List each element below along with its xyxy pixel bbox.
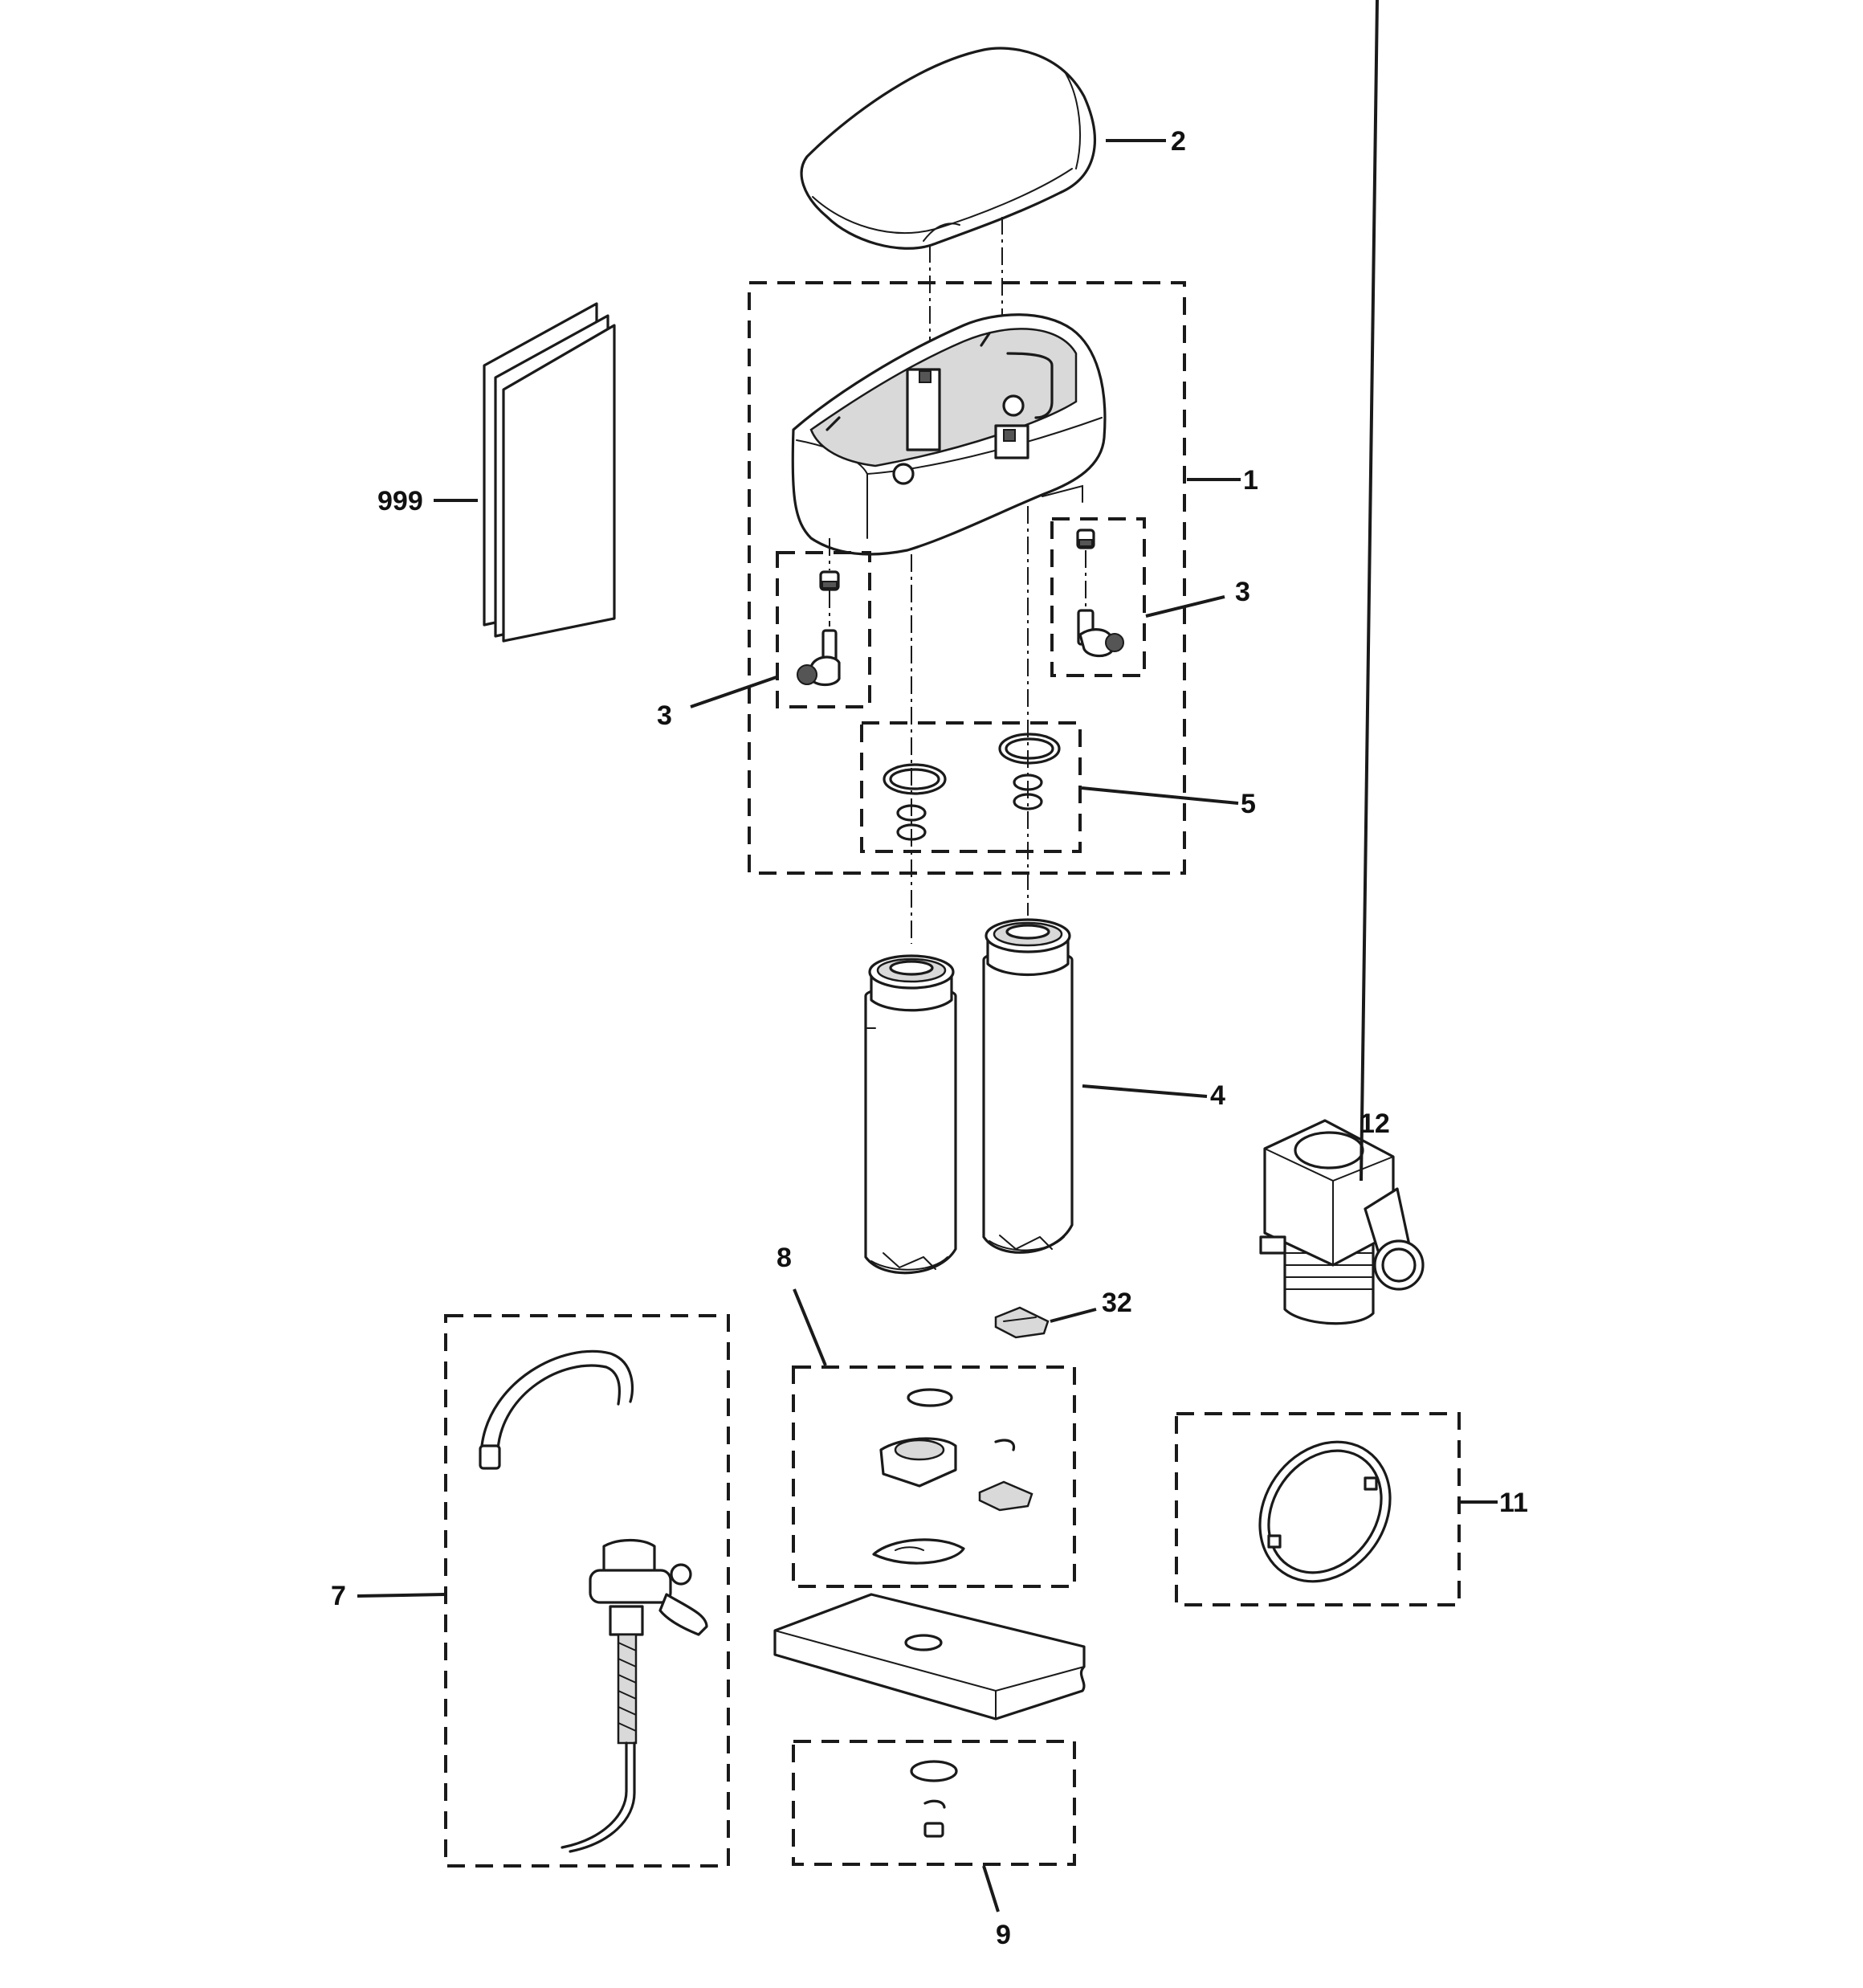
part-9-hardware-box [792,1740,1076,1866]
part-5-orings[interactable] [883,733,1061,841]
callout-11: 11 [1499,1488,1528,1518]
filter-center-lines [911,506,1029,944]
callout-32: 32 [1102,1288,1132,1318]
housing-bracket [1042,484,1083,503]
part-999-manual[interactable] [483,302,616,643]
part-3-left-fitting-box [776,551,871,708]
part-11-clamp-box [1175,1412,1461,1606]
part-7-faucet-kit[interactable] [479,1349,708,1853]
callout-2: 2 [1171,126,1186,157]
mounting-plate[interactable] [773,1593,1086,1721]
part-8-bracket-box [792,1365,1076,1588]
part-11-clamp-ring[interactable] [1233,1417,1417,1607]
part-4-filter-right[interactable] [982,918,1074,1254]
callout-8: 8 [777,1243,792,1273]
callout-7: 7 [331,1581,346,1611]
part-7-faucet-box [444,1314,730,1868]
part-32-clip[interactable] [994,1306,1050,1339]
callout-4: 4 [1210,1080,1225,1111]
cover-center-lines [929,217,1003,378]
callout-9: 9 [996,1920,1011,1950]
part-3-right-fitting-box [1050,517,1146,677]
part-3-left-fitting[interactable] [797,538,841,687]
part-1-manifold-housing[interactable] [791,313,1107,556]
callout-3-left: 3 [657,700,672,731]
callout-12: 12 [1360,1108,1390,1139]
part-8-bracket-kit[interactable] [872,1388,1033,1565]
part-3-right-fitting[interactable] [1076,529,1124,658]
callout-3-right: 3 [1235,577,1250,607]
callout-999: 999 [377,486,423,516]
part-1-assembly-box [748,281,1186,875]
callout-labels: 2 1 3 3 5 4 12 8 32 7 11 9 999 [331,126,1528,1950]
part-12-tee-valve[interactable] [1259,1119,1425,1325]
part-4-filter-left[interactable] [864,954,957,1275]
part-5-orings-box [860,721,1082,853]
leader-lines [357,0,1498,1912]
callout-5: 5 [1241,789,1256,819]
part-2-cover[interactable] [800,47,1096,250]
part-9-hardware[interactable] [910,1760,958,1838]
callout-1: 1 [1243,465,1258,496]
